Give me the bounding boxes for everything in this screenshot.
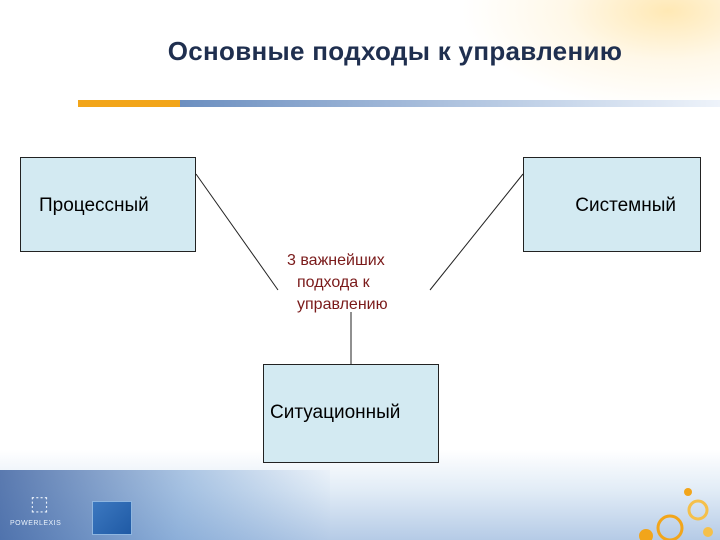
node-system-label: Системный bbox=[575, 195, 676, 216]
title-underline bbox=[78, 100, 720, 107]
connector-left bbox=[195, 173, 279, 291]
connector-right bbox=[429, 173, 524, 291]
node-process-label: Процессный bbox=[39, 195, 149, 216]
center-caption-line-2: подхода к bbox=[297, 274, 370, 291]
center-caption-line-1: 3 важнейших bbox=[287, 252, 385, 269]
node-situational-label: Ситуационный bbox=[270, 402, 401, 423]
logo-text: POWERLEXIS bbox=[10, 520, 62, 527]
center-caption: 3 важнейших подхода к управлению bbox=[287, 250, 437, 316]
footer-logo: ⬚ POWERLEXIS bbox=[10, 492, 72, 532]
node-system: Системный bbox=[523, 157, 701, 252]
bottom-left-decoration bbox=[0, 470, 330, 540]
center-caption-line-3: управлению bbox=[297, 296, 388, 313]
logo-icon: ⬚ bbox=[30, 493, 49, 515]
title-underline-orange bbox=[78, 100, 180, 107]
node-process: Процессный bbox=[20, 157, 196, 252]
slide-title: Основные подходы к управлению bbox=[167, 36, 623, 66]
node-situational: Ситуационный bbox=[263, 364, 439, 463]
top-decoration bbox=[460, 0, 720, 110]
corner-ornament bbox=[639, 488, 713, 540]
footer-blue-square bbox=[92, 501, 132, 535]
title-underline-blue bbox=[180, 100, 720, 107]
